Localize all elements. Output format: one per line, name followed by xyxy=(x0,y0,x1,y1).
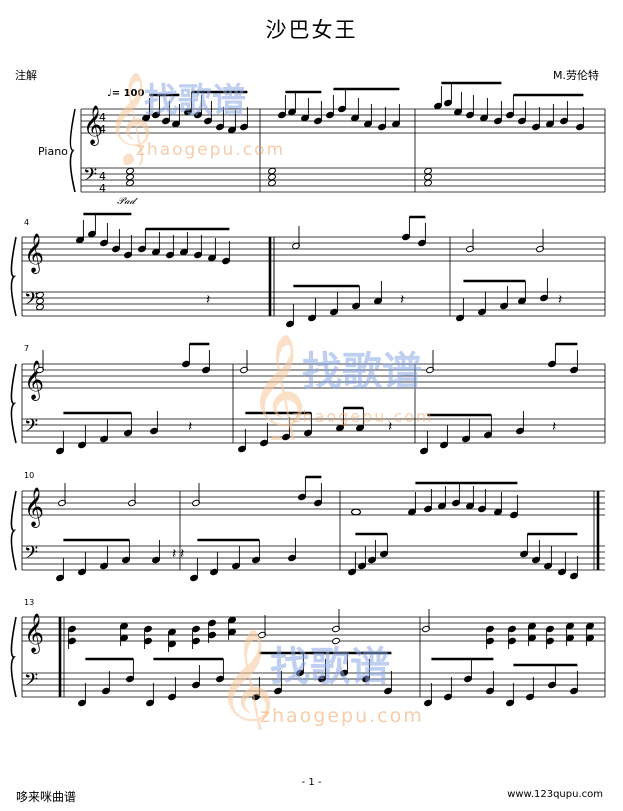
whole-note-head xyxy=(424,179,432,187)
footer-site-url: www.123qupu.com xyxy=(507,789,603,800)
whole-note-head xyxy=(126,167,134,175)
annotator-label: 注解 xyxy=(15,69,37,82)
quarter-rest-icon: 𝄽 xyxy=(188,419,192,435)
treble-clef-icon: 𝄞 xyxy=(24,487,44,528)
note-head xyxy=(332,637,340,645)
quarter-rest-icon: 𝄽 xyxy=(558,292,562,308)
whole-note-head xyxy=(268,173,276,181)
bass-clef-icon: 𝄢 xyxy=(24,289,38,314)
whole-note-head xyxy=(126,179,134,187)
pedal-marking: 𝒫𝒶𝒹 xyxy=(117,196,135,207)
note-head xyxy=(546,637,554,645)
note-head xyxy=(528,634,536,642)
grand-staff-brace xyxy=(10,363,17,444)
note-head xyxy=(508,637,516,645)
note-head xyxy=(36,303,44,311)
quarter-rest-icon: 𝄽 xyxy=(552,419,556,435)
tempo-marking: ♩= 100 xyxy=(107,88,145,99)
whole-note-head xyxy=(350,508,362,516)
whole-note-head xyxy=(268,167,276,175)
score-title: 沙巴女王 xyxy=(265,18,358,42)
time-signature-bottom: 4 xyxy=(99,182,106,195)
note-head xyxy=(192,637,200,645)
treble-clef-icon: 𝄞 xyxy=(24,233,44,274)
quarter-rest-icon: 𝄽 xyxy=(206,292,210,308)
whole-note-head xyxy=(424,173,432,181)
measure-number-4: 4 xyxy=(24,218,30,227)
treble-clef-icon: 𝄞 xyxy=(24,360,44,401)
composer-label: M.劳伦特 xyxy=(553,69,599,82)
note-head xyxy=(228,628,236,636)
quarter-rest-icon: 𝄽 xyxy=(180,546,184,562)
page-number: - 1 - xyxy=(301,777,322,788)
quarter-rest-icon: 𝄽 xyxy=(400,292,404,308)
bass-clef-icon: 𝄢 xyxy=(24,416,38,441)
time-signature-bottom: 4 xyxy=(99,123,106,136)
grand-staff-brace xyxy=(10,616,17,698)
note-head xyxy=(120,634,128,642)
grand-staff-brace xyxy=(69,108,76,193)
note-head xyxy=(566,634,574,642)
note-head xyxy=(208,631,216,639)
whole-note-head xyxy=(268,179,276,187)
bass-clef-icon: 𝄢 xyxy=(24,670,38,695)
time-signature-top: 4 xyxy=(99,170,106,183)
note-head xyxy=(68,637,76,645)
whole-note-head xyxy=(126,173,134,181)
note-head xyxy=(586,634,594,642)
note-head xyxy=(144,637,152,645)
treble-clef-icon: 𝄞 xyxy=(83,105,103,146)
treble-clef-icon: 𝄞 xyxy=(24,613,44,654)
grand-staff-brace xyxy=(10,490,17,571)
measure-number-7: 7 xyxy=(24,344,30,353)
quarter-rest-icon: 𝄽 xyxy=(388,419,392,435)
whole-note-head xyxy=(424,167,432,175)
bass-clef-icon: 𝄢 xyxy=(24,543,38,568)
note-head xyxy=(168,640,176,648)
measure-number-10: 10 xyxy=(24,471,35,480)
instrument-label: Piano xyxy=(38,145,68,158)
note-head xyxy=(36,291,44,299)
note-head xyxy=(36,297,44,305)
time-signature-top: 4 xyxy=(99,111,106,124)
bass-clef-icon: 𝄢 xyxy=(83,165,97,190)
note-head xyxy=(486,637,494,645)
quarter-rest-icon: 𝄽 xyxy=(172,546,176,562)
grand-staff-brace xyxy=(10,236,17,317)
footer-site-name: 哆来咪曲谱 xyxy=(16,790,77,804)
measure-number-13: 13 xyxy=(24,598,35,607)
